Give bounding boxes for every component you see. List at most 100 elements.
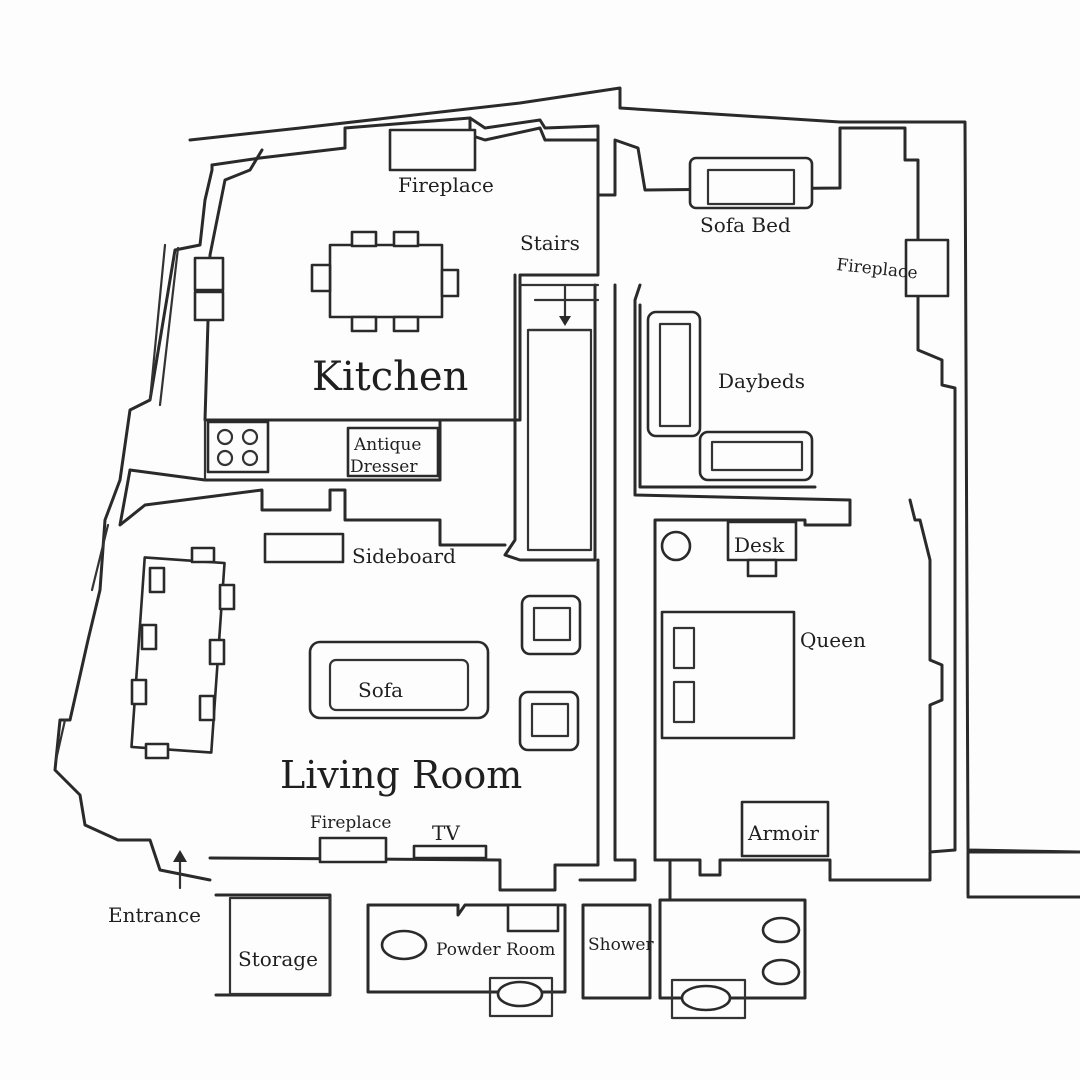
- kitchen-chair-4: [392, 315, 420, 333]
- bath-basin-1: [761, 916, 801, 944]
- burner-2: [241, 428, 259, 446]
- living-fireplace: [318, 836, 388, 864]
- kitchen-chair-1: [350, 230, 378, 248]
- bath-walls: [214, 893, 332, 997]
- label-living-room: Living Room: [280, 753, 522, 797]
- outer-walls: [53, 86, 1080, 899]
- armchair-2: [518, 690, 580, 752]
- kitchen-chair-2: [392, 230, 420, 248]
- antique-dresser: [346, 426, 440, 478]
- kitchen-chair-3: [350, 315, 378, 333]
- kitchen-table: [328, 243, 444, 319]
- armchair-1: [520, 594, 582, 656]
- sofa-bed-seat: [706, 168, 796, 206]
- label-shower: Shower: [588, 935, 654, 955]
- furniture: [130, 128, 950, 1012]
- kitchen-chair-6: [440, 268, 460, 298]
- label-desk: Desk: [734, 533, 785, 557]
- dining-chair-8: [198, 694, 216, 722]
- powder-door-step: [506, 903, 560, 933]
- dining-chair-7: [208, 638, 226, 666]
- outer-wall-outer: [188, 86, 1080, 854]
- round-table: [660, 530, 692, 562]
- entrance-arrow-head: [173, 850, 187, 862]
- dining-chair-1: [190, 546, 216, 564]
- daybed-2-cushion: [710, 440, 804, 472]
- label-fireplace-kitchen: Fireplace: [398, 173, 494, 197]
- west-window-3: [54, 718, 67, 762]
- west-window-2: [90, 523, 110, 592]
- powder-vanity: [488, 976, 554, 1018]
- dining-chair-5: [130, 678, 148, 706]
- stairs: [503, 273, 600, 562]
- stairs-outline: [503, 273, 597, 562]
- stairs-flight: [526, 328, 593, 552]
- burner-4: [241, 449, 259, 467]
- label-sofa-bed: Sofa Bed: [700, 213, 791, 237]
- west-wall-inner: [53, 163, 214, 882]
- armoir: [740, 800, 830, 858]
- powder-toilet: [496, 980, 544, 1008]
- armchair-2-seat: [530, 702, 570, 738]
- label-storage: Storage: [238, 947, 318, 971]
- powder-basin: [380, 929, 428, 961]
- dining-chair-6: [218, 583, 236, 611]
- daybed-room-wall: [638, 303, 817, 489]
- sofa-seat: [328, 658, 470, 712]
- label-daybeds: Daybeds: [718, 369, 805, 393]
- dining-chair-3: [148, 566, 166, 594]
- stove: [206, 420, 270, 474]
- queen-bed: [660, 610, 796, 740]
- outer-wall-inner: [210, 116, 957, 882]
- kitchen-wall-east: [438, 116, 600, 422]
- daybed-2: [698, 430, 814, 482]
- daybed-1-cushion: [658, 322, 692, 428]
- bedroom-fireplace: [904, 238, 950, 298]
- kitchen-chair-5: [310, 263, 332, 293]
- bath-basin-2: [761, 958, 801, 986]
- kitchen-fireplace: [388, 128, 477, 172]
- living-wall-north: [118, 468, 507, 547]
- label-armoir: Armoir: [747, 821, 819, 845]
- daybed-1: [646, 310, 702, 438]
- label-powder-room: Powder Room: [436, 940, 555, 960]
- pillow-2: [672, 680, 696, 724]
- sink-basin-1: [193, 256, 225, 292]
- west-window-1b: [158, 246, 180, 407]
- corridor-wall-west: [578, 283, 637, 882]
- label-dresser: Dresser: [350, 457, 418, 477]
- stairs-arrow-head: [559, 316, 571, 326]
- label-kitchen: Kitchen: [312, 354, 468, 400]
- pillow-1: [672, 626, 696, 670]
- interior-walls: [118, 116, 944, 1020]
- sink-basin-2: [193, 290, 225, 322]
- storage-closet: [228, 896, 332, 996]
- burner-3: [216, 449, 234, 467]
- burner-1: [216, 428, 234, 446]
- label-tv: TV: [432, 821, 460, 845]
- bedroom-wall-east: [908, 498, 944, 852]
- dining-chair-4: [140, 623, 158, 651]
- tv-stand: [412, 844, 488, 860]
- master-bath-walls: [658, 898, 807, 1000]
- living-wall-east: [208, 558, 600, 892]
- dining-chair-2: [144, 742, 170, 760]
- labels: Fireplace Stairs Sofa Bed Fireplace Kitc…: [108, 173, 919, 971]
- sideboard: [263, 532, 345, 564]
- label-entrance: Entrance: [108, 903, 201, 927]
- bedroom-wall-south: [653, 858, 832, 882]
- label-sideboard: Sideboard: [352, 544, 456, 568]
- label-stairs: Stairs: [520, 231, 580, 255]
- west-window-1: [148, 243, 167, 402]
- master-vanity: [670, 978, 747, 1020]
- label-queen: Queen: [800, 628, 866, 652]
- bath-toilet: [680, 984, 732, 1012]
- desk-chair: [746, 558, 778, 578]
- label-antique: Antique: [353, 435, 421, 455]
- armchair-1-seat: [532, 606, 572, 642]
- shower-walls: [581, 903, 652, 1000]
- label-fireplace-living: Fireplace: [310, 813, 391, 833]
- label-sofa: Sofa: [358, 678, 403, 702]
